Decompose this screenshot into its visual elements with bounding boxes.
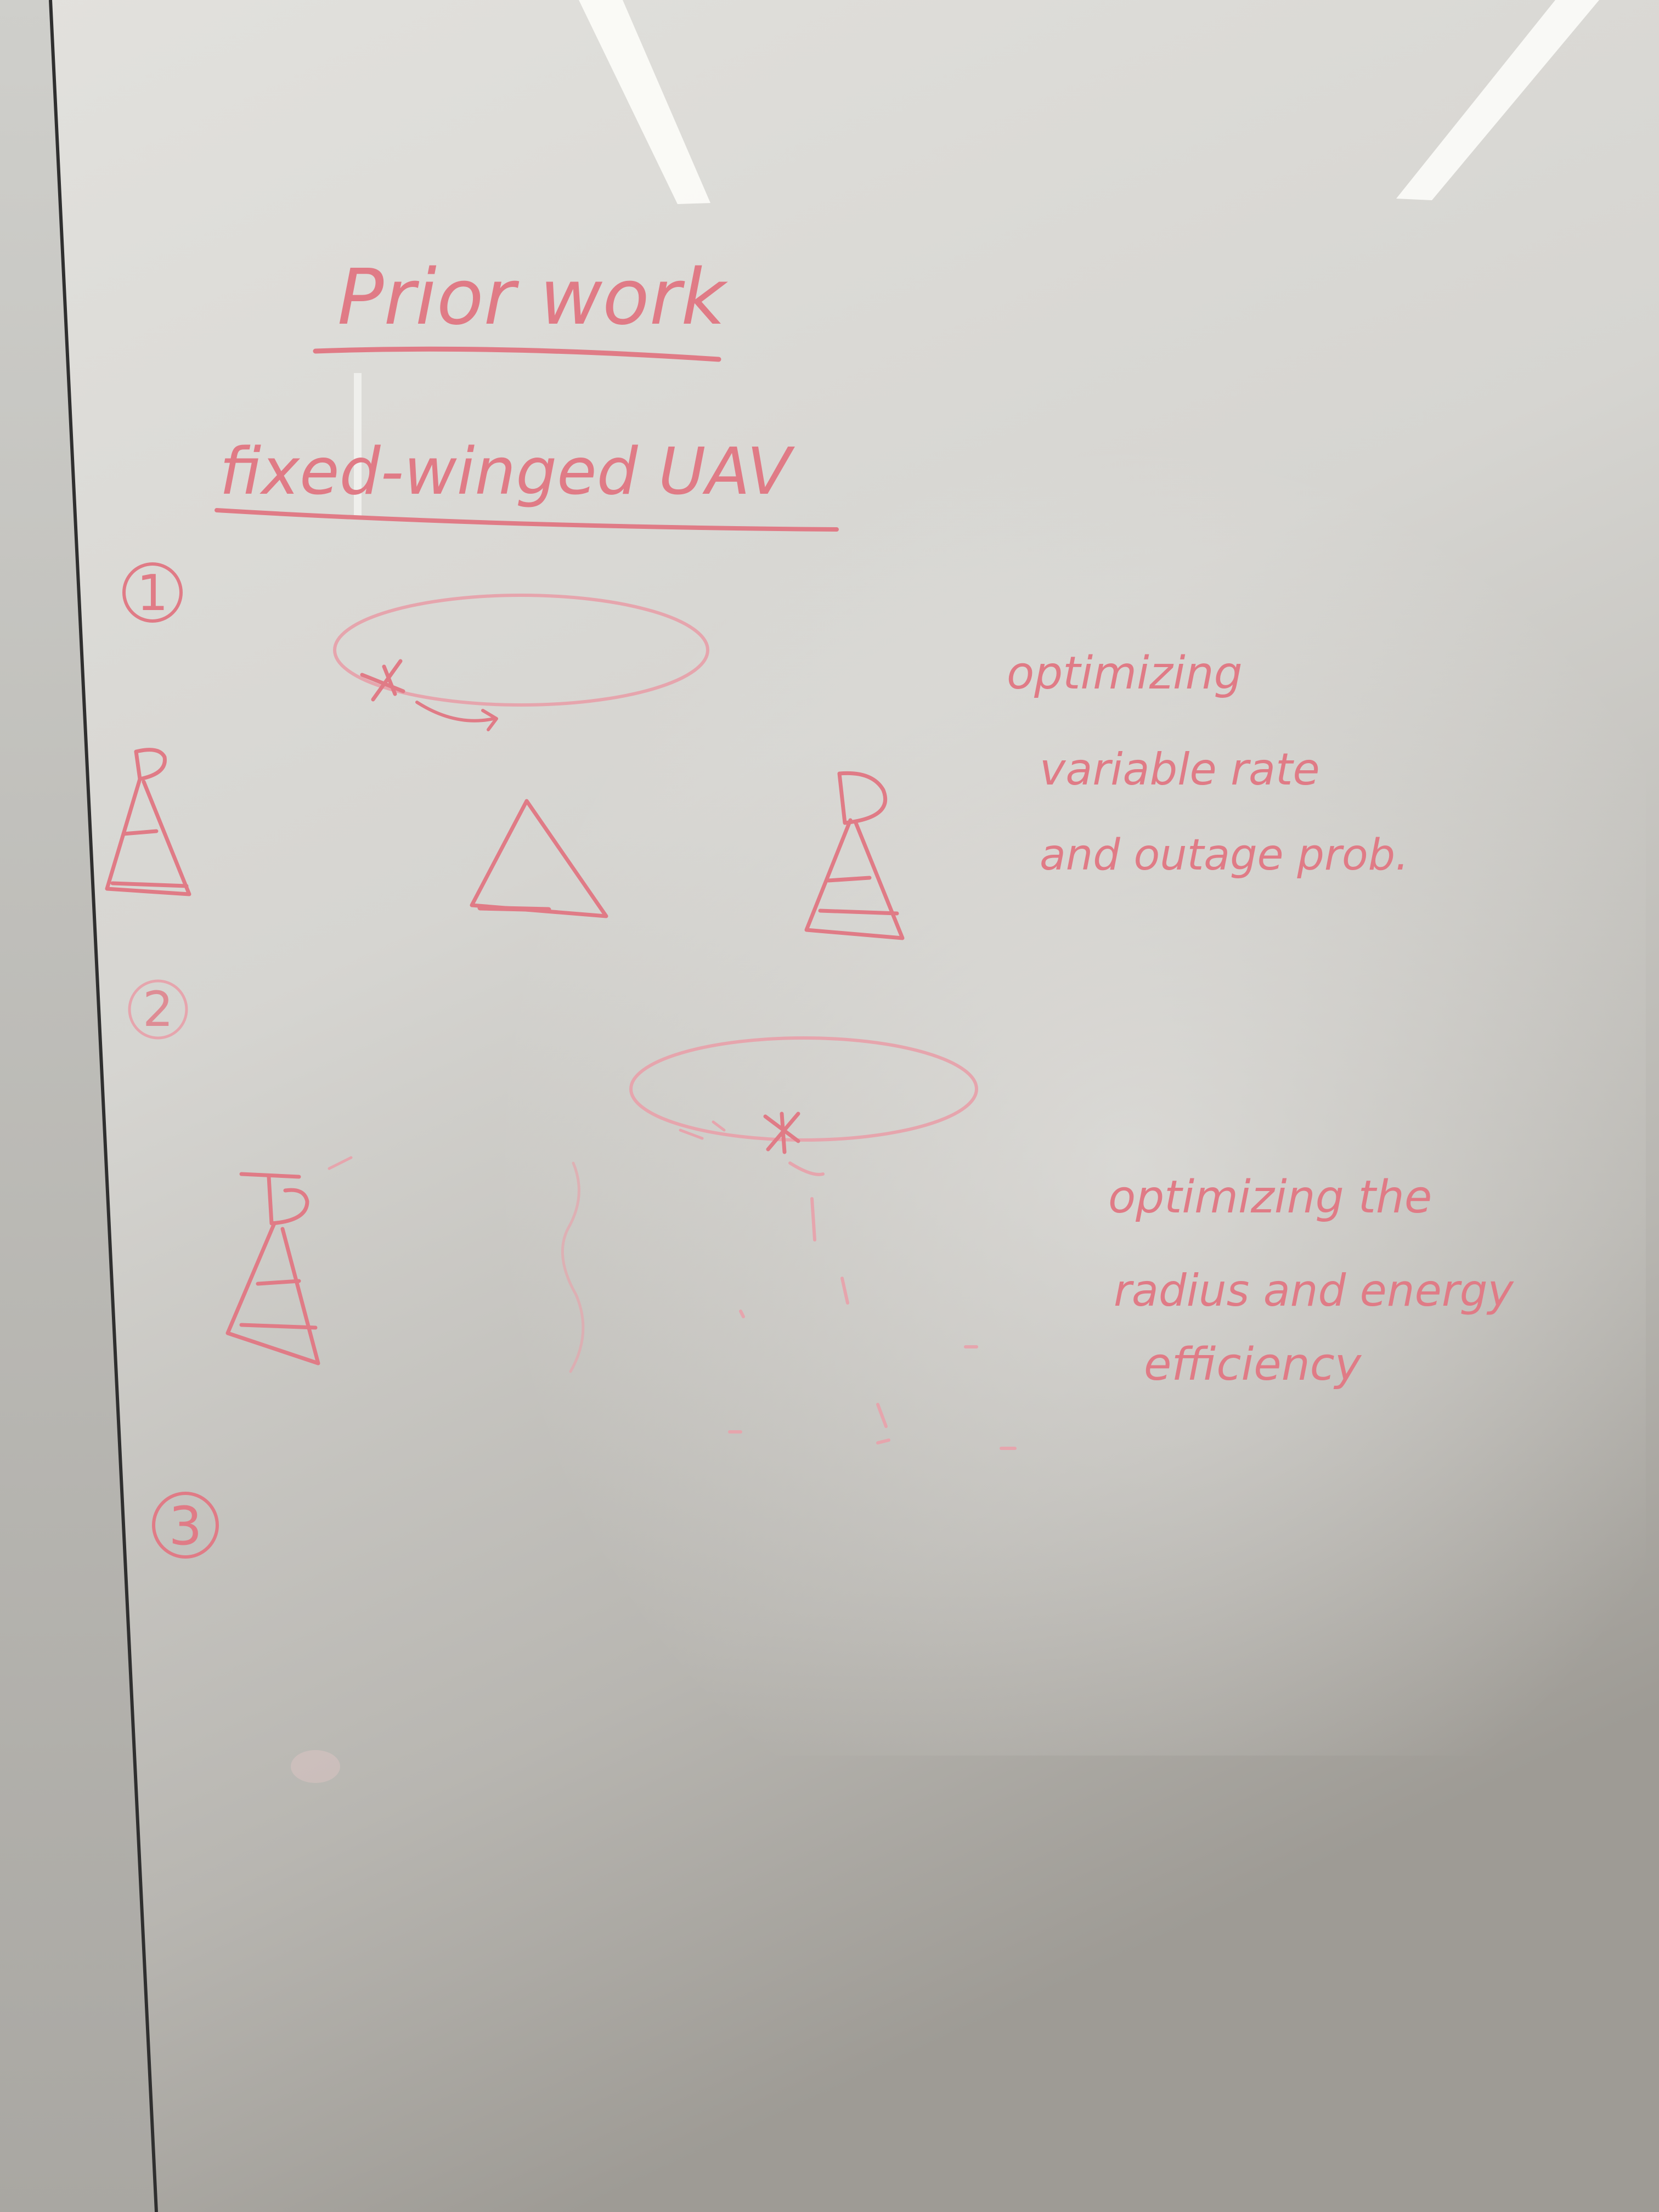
marker-circle-1 (122, 562, 183, 623)
subtitle: fixed-winged UAV (219, 433, 795, 509)
title-underline (313, 346, 721, 362)
note-1-line-2: variable rate (1040, 744, 1320, 795)
title: Prior work (337, 253, 728, 342)
board-glare (494, 439, 1646, 1756)
light-glint (354, 373, 362, 516)
note-2-line-3: efficiency (1144, 1339, 1362, 1391)
ground-station-tower-icon (105, 748, 191, 896)
marker-label-3: 3 (168, 1496, 202, 1557)
note-1-line-1: optimizing (1007, 647, 1243, 699)
note-1-line-3: and outage prob. (1040, 831, 1409, 880)
note-2-line-1: optimizing the (1108, 1171, 1432, 1223)
user-triangle-icon (470, 799, 608, 918)
subtitle-underline (215, 508, 839, 532)
left-wall-strip (0, 0, 156, 2212)
ceiling-light-reflection-right (1396, 0, 1599, 200)
marker-circle-2 (128, 979, 188, 1040)
ground-station-tower-icon (804, 771, 905, 940)
note-2-line-2: radius and energy (1114, 1265, 1514, 1316)
ground-station-tower-icon (225, 1156, 353, 1365)
uav-trajectory-ellipse-icon (333, 594, 709, 731)
faint-wavy-line (561, 1161, 585, 1373)
board-frame-edge (49, 0, 158, 2212)
uav-trajectory-ellipse-icon (629, 1036, 1017, 1450)
marker-label-2: 2 (143, 981, 173, 1037)
marker-label-1: 1 (137, 565, 168, 622)
ceiling-light-reflection-left (579, 0, 710, 204)
marker-circle-3 (152, 1492, 219, 1559)
ink-smudge (291, 1750, 340, 1783)
